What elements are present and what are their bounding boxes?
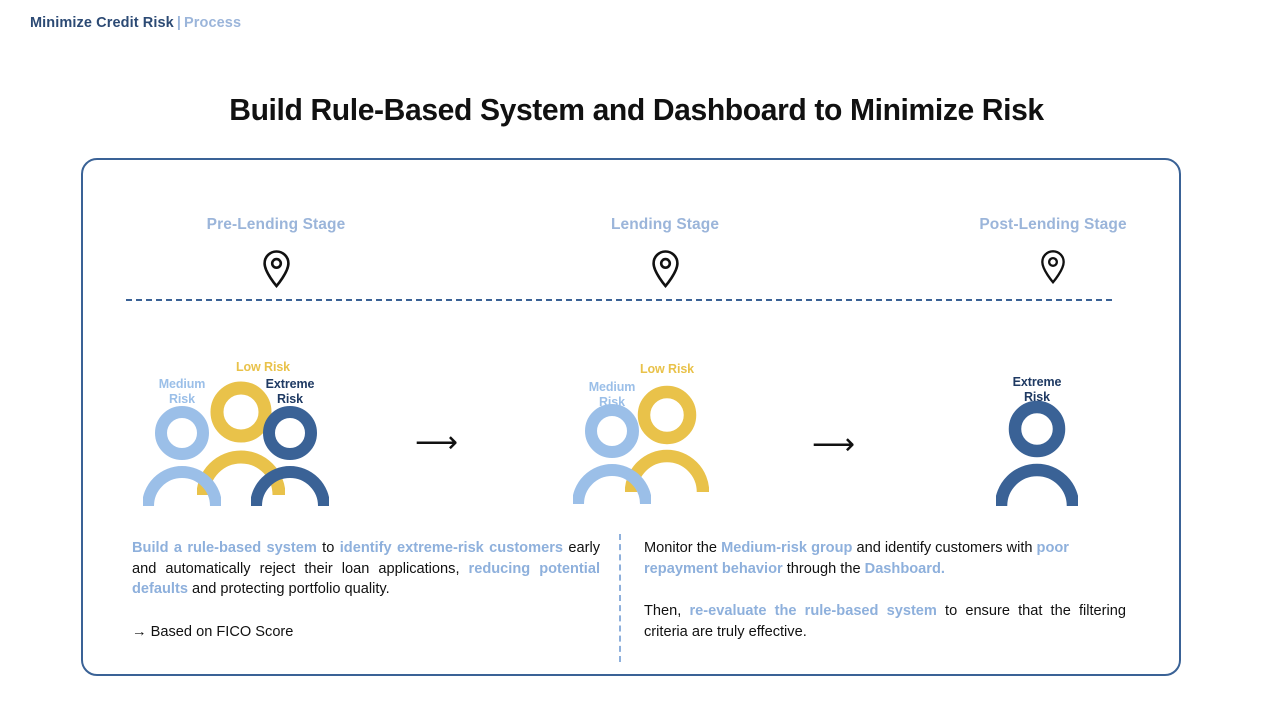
highlighted-text: Dashboard. [864, 560, 945, 577]
person-icon-medium-risk [572, 402, 652, 509]
paragraph: Monitor the Medium-risk group and identi… [644, 538, 1126, 579]
description-left: Build a rule-based system to identify ex… [132, 538, 600, 642]
person-icon-extreme-risk [250, 404, 330, 511]
risk-label-medium: Medium Risk [158, 377, 206, 406]
stage-label: Post-Lending Stage [979, 216, 1127, 233]
page-title: Build Rule-Based System and Dashboard to… [229, 92, 1044, 127]
map-pin-icon [126, 249, 426, 289]
highlighted-text: identify extreme-risk customers [339, 540, 563, 556]
highlighted-text: poor repayment behavior [644, 540, 1069, 577]
risk-label-low: Low Risk [235, 360, 291, 374]
highlighted-text: re-evaluate the rule-based system [689, 603, 937, 620]
paragraph: → Based on FICO Score [132, 622, 600, 643]
map-pin-icon [515, 249, 815, 289]
risk-label-extreme: Extreme Risk [1012, 375, 1062, 404]
map-pin-icon [903, 249, 1203, 285]
person-icon-extreme-risk [994, 398, 1080, 511]
highlighted-text: Build a rule-based system [132, 540, 317, 556]
body-text: early and automatically reject their loa… [132, 540, 600, 577]
body-text: → Based on FICO Score [132, 623, 294, 640]
paragraph: Build a rule-based system to identify ex… [132, 538, 600, 600]
stage-column-pre-lending: Pre-Lending Stage [126, 216, 426, 289]
person-icon-medium-risk [142, 404, 222, 511]
highlighted-text: reducing potential defaults [132, 560, 601, 598]
paragraph: Then, re-evaluate the rule-based system … [644, 601, 1126, 642]
text-column-divider [619, 534, 621, 662]
body-text: Monitor the [644, 540, 722, 556]
pre-lending-risk-group: Low Risk Medium Risk Extreme Risk [135, 350, 385, 510]
description-row: Build a rule-based system to identify ex… [83, 538, 1179, 663]
stage-label: Lending Stage [610, 216, 720, 233]
risk-figures-row: Low Risk Medium Risk Extreme Risk ⟶ [83, 350, 1179, 510]
stage-column-lending: Lending Stage [515, 216, 815, 289]
stage-label: Pre-Lending Stage [206, 216, 346, 233]
stage-divider [126, 299, 1112, 301]
body-text: through the [782, 560, 865, 577]
risk-label-medium: Medium Risk [588, 380, 636, 409]
breadcrumb-sub: Process [183, 15, 242, 31]
lending-risk-group: Low Risk Medium Risk [553, 350, 783, 510]
body-text: Then, [644, 603, 690, 620]
post-lending-risk-group: Extreme Risk [938, 350, 1148, 510]
body-text: and protecting portfolio quality. [187, 581, 390, 598]
stage-column-post-lending: Post-Lending Stage [903, 216, 1203, 285]
risk-label-low: Low Risk [639, 362, 695, 376]
highlighted-text: Medium-risk group [721, 540, 853, 556]
breadcrumb-separator: | [176, 15, 181, 31]
process-card: Pre-Lending Stage Lending Stage Post-Len… [81, 158, 1181, 676]
breadcrumb-main: Minimize Credit Risk [30, 15, 174, 31]
breadcrumb: Minimize Credit Risk|Process [30, 15, 241, 31]
body-text: to ensure that the filtering criteria ar… [644, 603, 1127, 640]
risk-label-extreme: Extreme Risk [265, 377, 315, 406]
flow-arrow: ⟶ [415, 425, 459, 460]
body-text: to [316, 540, 340, 556]
body-text: and identify customers with [852, 540, 1037, 556]
flow-arrow: ⟶ [812, 427, 856, 462]
description-right: Monitor the Medium-risk group and identi… [644, 538, 1126, 642]
